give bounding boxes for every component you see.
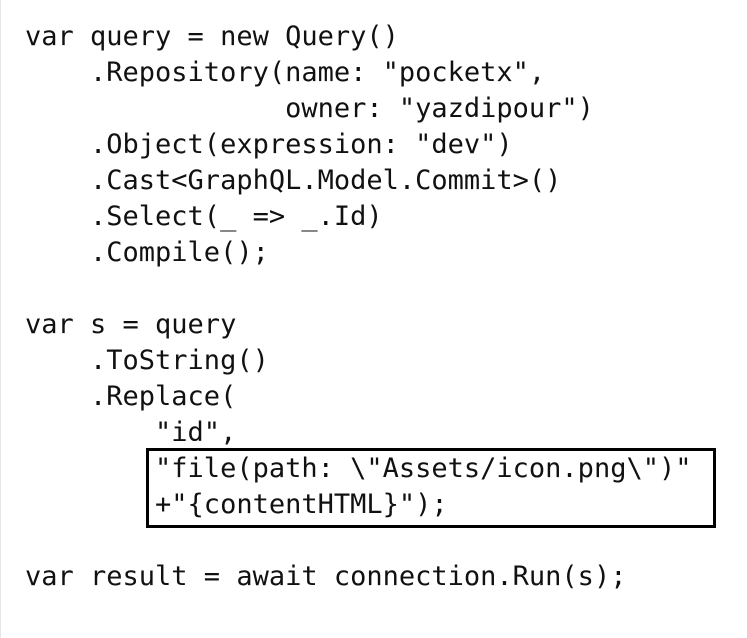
code-line-1: var query = new Query() [25, 21, 399, 52]
code-line-14: +"{contentHTML}"); [25, 489, 448, 520]
code-line-6: .Select(_ => _.Id) [25, 201, 383, 232]
code-line-9: var s = query [25, 309, 237, 340]
code-line-4: .Object(expression: "dev") [25, 129, 513, 160]
code-line-7: .Compile(); [25, 237, 269, 268]
code-line-10: .ToString() [25, 345, 269, 376]
code-line-11: .Replace( [25, 381, 237, 412]
code-line-13: "file(path: \"Assets/icon.png\")" [25, 453, 692, 484]
highlight-box [146, 448, 716, 528]
code-line-5: .Cast<GraphQL.Model.Commit>() [25, 165, 562, 196]
code-line-12: "id", [25, 417, 237, 448]
left-edge-divider [0, 0, 1, 638]
code-line-3: owner: "yazdipour") [25, 93, 594, 124]
code-line-16: var result = await connection.Run(s); [25, 561, 627, 592]
code-line-2: .Repository(name: "pocketx", [25, 57, 546, 88]
